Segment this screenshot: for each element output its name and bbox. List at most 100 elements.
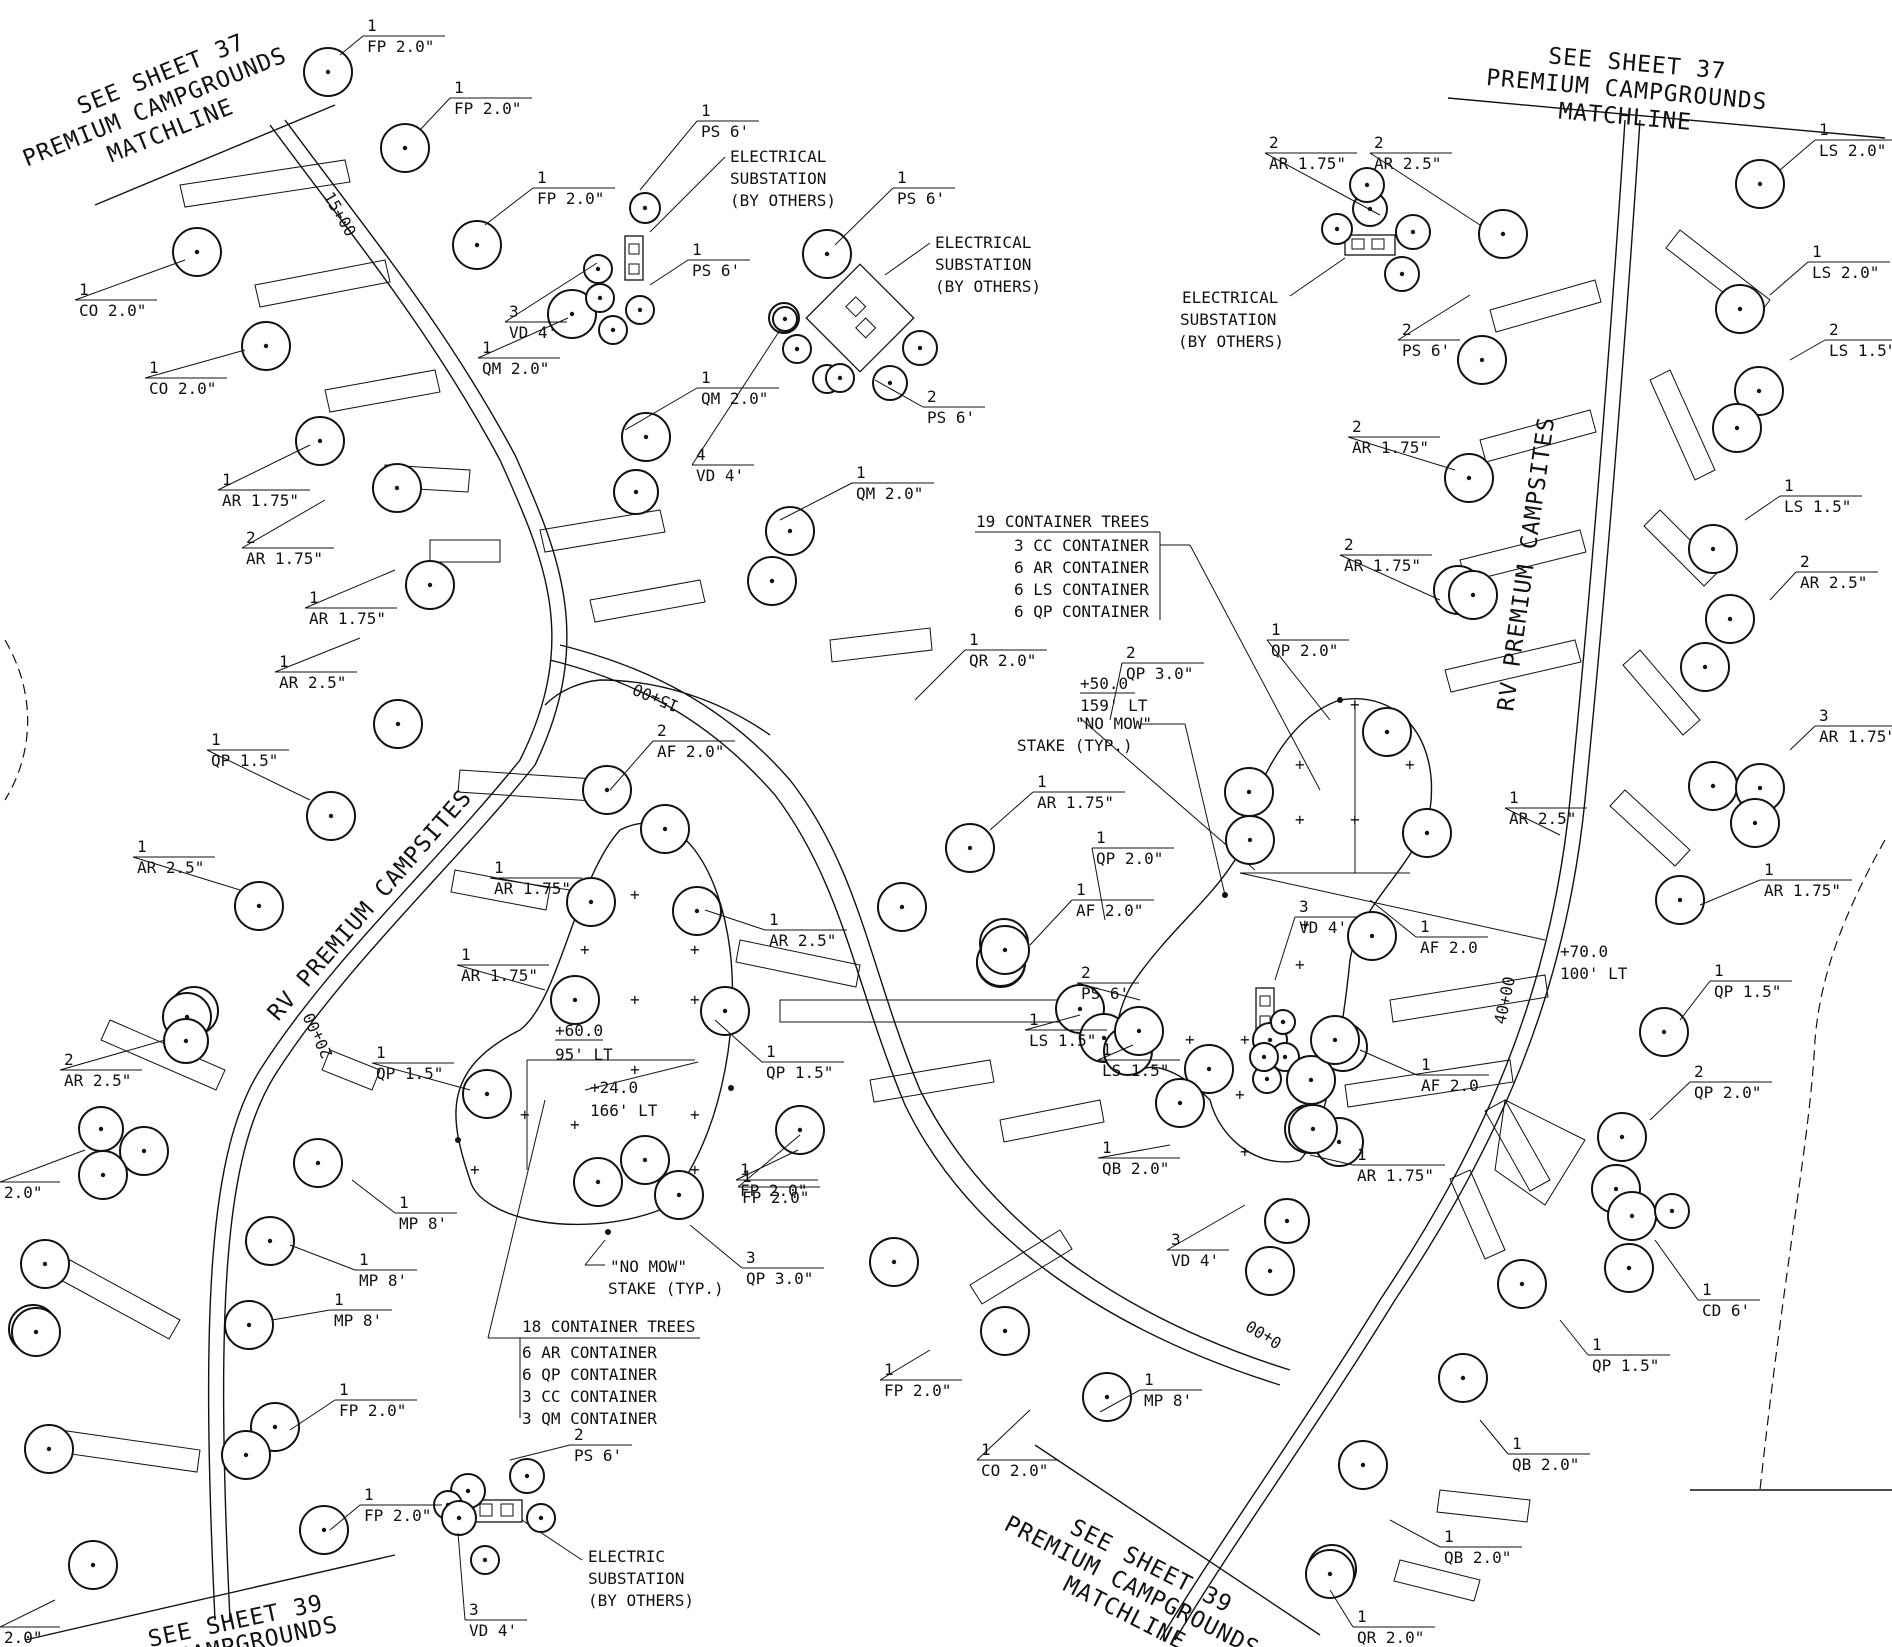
callout-quantity: 2	[1352, 417, 1362, 436]
tree-center-dot	[1002, 1328, 1008, 1334]
svg-text:+70.0: +70.0	[1560, 942, 1608, 961]
container-note-left: 18 CONTAINER TREES 6 AR CONTAINER 6 QP C…	[487, 1099, 700, 1428]
campsite-label: RV PREMIUM CAMPSITES	[263, 785, 477, 1026]
callout-quantity: 1	[981, 1440, 991, 1459]
svg-text:+: +	[580, 940, 590, 959]
tree-center-dot	[642, 205, 648, 211]
substation-pad	[805, 263, 915, 373]
svg-text:+: +	[690, 1160, 700, 1179]
svg-text:+: +	[1185, 1030, 1195, 1049]
callout-spec: FP 2.0"	[454, 99, 521, 118]
plant-callout: 3 QP 3.0"	[689, 1224, 824, 1288]
substation-note-b: ELECTRICAL SUBSTATION (BY OTHERS)	[884, 233, 1041, 296]
tree-center-dot	[824, 251, 830, 257]
tree-center-dot	[183, 1038, 189, 1044]
callout-spec: QP 1.5"	[1714, 982, 1781, 1001]
svg-text:+: +	[1300, 915, 1310, 934]
tree-center-dot	[1424, 830, 1430, 836]
callout-quantity: 2	[927, 387, 937, 406]
svg-text:3 CC CONTAINER: 3 CC CONTAINER	[522, 1387, 657, 1406]
svg-text:"NO MOW": "NO MOW"	[1075, 714, 1152, 733]
tree-center-dot	[899, 904, 905, 910]
plant-callout: 1AF 2.0	[1369, 899, 1488, 957]
callout-spec: 2.0"	[4, 1628, 43, 1647]
svg-text:(BY OTHERS): (BY OTHERS)	[1178, 332, 1284, 351]
tree-center-dot	[1479, 357, 1485, 363]
callout-spec: LS 1.5"	[1029, 1031, 1096, 1050]
plant-callout: 1QB 2.0"	[1479, 1419, 1590, 1474]
substation-note-a: ELECTRICAL SUBSTATION (BY OTHERS)	[649, 147, 836, 233]
callout-quantity: 1	[399, 1193, 409, 1212]
plant-callout: 3AR 1.75"	[1789, 706, 1892, 751]
tree-center-dot	[1264, 1076, 1270, 1082]
plant-callout: 1AR 1.75"	[489, 858, 582, 898]
callout-quantity: 1	[1029, 1010, 1039, 1029]
tree-center-dot	[1752, 820, 1758, 826]
callout-quantity: 3	[469, 1600, 479, 1619]
callout-spec: VD 4'	[1299, 918, 1347, 937]
callout-spec: QB 2.0"	[1444, 1548, 1511, 1567]
callout-spec: QB 2.0"	[1102, 1159, 1169, 1178]
plant-callout: 2AR 1.75"	[1347, 417, 1456, 471]
svg-text:ELECTRICAL: ELECTRICAL	[935, 233, 1031, 252]
plant-callout: 1LS 2.0"	[1779, 120, 1892, 171]
tree-center-dot	[769, 578, 775, 584]
callout-quantity: 2	[1344, 535, 1354, 554]
container-note-right: 19 CONTAINER TREES 3 CC CONTAINER 6 AR C…	[975, 512, 1321, 791]
tree-center-dot	[1734, 425, 1740, 431]
callout-quantity: 1	[494, 858, 504, 877]
tree-center-dot	[1327, 1571, 1333, 1577]
tree-center-dot	[1104, 1394, 1110, 1400]
svg-text:+: +	[570, 1115, 580, 1134]
svg-text:6 AR CONTAINER: 6 AR CONTAINER	[1014, 558, 1149, 577]
callout-quantity: 1	[740, 1160, 750, 1179]
callout-spec: FP 2.0"	[537, 189, 604, 208]
callout-spec: QP 3.0"	[746, 1269, 813, 1288]
plant-callout: 1PS 6'	[639, 101, 759, 191]
station-label: 40+00	[1490, 975, 1519, 1026]
callout-spec: LS 1.5"	[1102, 1061, 1169, 1080]
tree-center-dot	[194, 249, 200, 255]
plant-callout: 1MP 8'	[1099, 1370, 1202, 1413]
callout-quantity: 1	[279, 652, 289, 671]
tree-center-dot	[1334, 226, 1340, 232]
plant-callout: 1MP 8'	[289, 1244, 417, 1290]
tree-center-dot	[662, 826, 668, 832]
callout-spec: LS 1.5"	[1829, 341, 1892, 360]
plant-callout: 1AF 2.0"	[1029, 880, 1154, 946]
tree-center-dot	[1519, 1281, 1525, 1287]
callout-quantity: 3	[1819, 706, 1829, 725]
callout-quantity: 1	[897, 168, 907, 187]
plant-callout: 1FP 2.0"	[339, 16, 445, 56]
svg-text:6 QP CONTAINER: 6 QP CONTAINER	[522, 1365, 657, 1384]
svg-text:ELECTRICAL: ELECTRICAL	[1182, 288, 1278, 307]
tree-center-dot	[572, 997, 578, 1003]
svg-text:+: +	[630, 990, 640, 1009]
callout-quantity: 1	[969, 630, 979, 649]
callout-quantity: 2	[1269, 133, 1279, 152]
tree-center-dot	[637, 307, 643, 313]
callout-quantity: 3	[746, 1248, 756, 1267]
callout-spec: LS 1.5"	[1784, 497, 1851, 516]
tree-center-dot	[256, 903, 262, 909]
plant-callout: 1AR 2.5"	[704, 909, 847, 950]
callout-spec: QR 2.0"	[1357, 1628, 1424, 1647]
tree-center-dot	[1466, 475, 1472, 481]
callout-spec: QP 2.0"	[1271, 641, 1338, 660]
callout-spec: MP 8'	[334, 1311, 382, 1330]
svg-text:3 QM CONTAINER: 3 QM CONTAINER	[522, 1409, 657, 1428]
callout-spec: AR 1.75"	[1269, 154, 1346, 173]
callout-spec: AF 2.0	[1421, 1076, 1479, 1095]
callout-spec: AR 2.5"	[1374, 154, 1441, 173]
callout-quantity: 1	[79, 280, 89, 299]
matchline-top-left: SEE SHEET 37 PREMIUM CAMPGROUNDS MATCHLI…	[19, 29, 336, 206]
tree-center-dot	[1470, 592, 1476, 598]
callout-quantity: 1	[701, 368, 711, 387]
plant-callout: 1AR 2.5"	[274, 637, 361, 692]
svg-text:3 CC CONTAINER: 3 CC CONTAINER	[1014, 536, 1149, 555]
callout-quantity: 1	[1076, 880, 1086, 899]
svg-text:95' LT: 95' LT	[555, 1045, 613, 1064]
svg-text:+: +	[1235, 1085, 1245, 1104]
callout-quantity: 1	[1512, 1434, 1522, 1453]
svg-text:19 CONTAINER TREES: 19 CONTAINER TREES	[976, 512, 1149, 531]
